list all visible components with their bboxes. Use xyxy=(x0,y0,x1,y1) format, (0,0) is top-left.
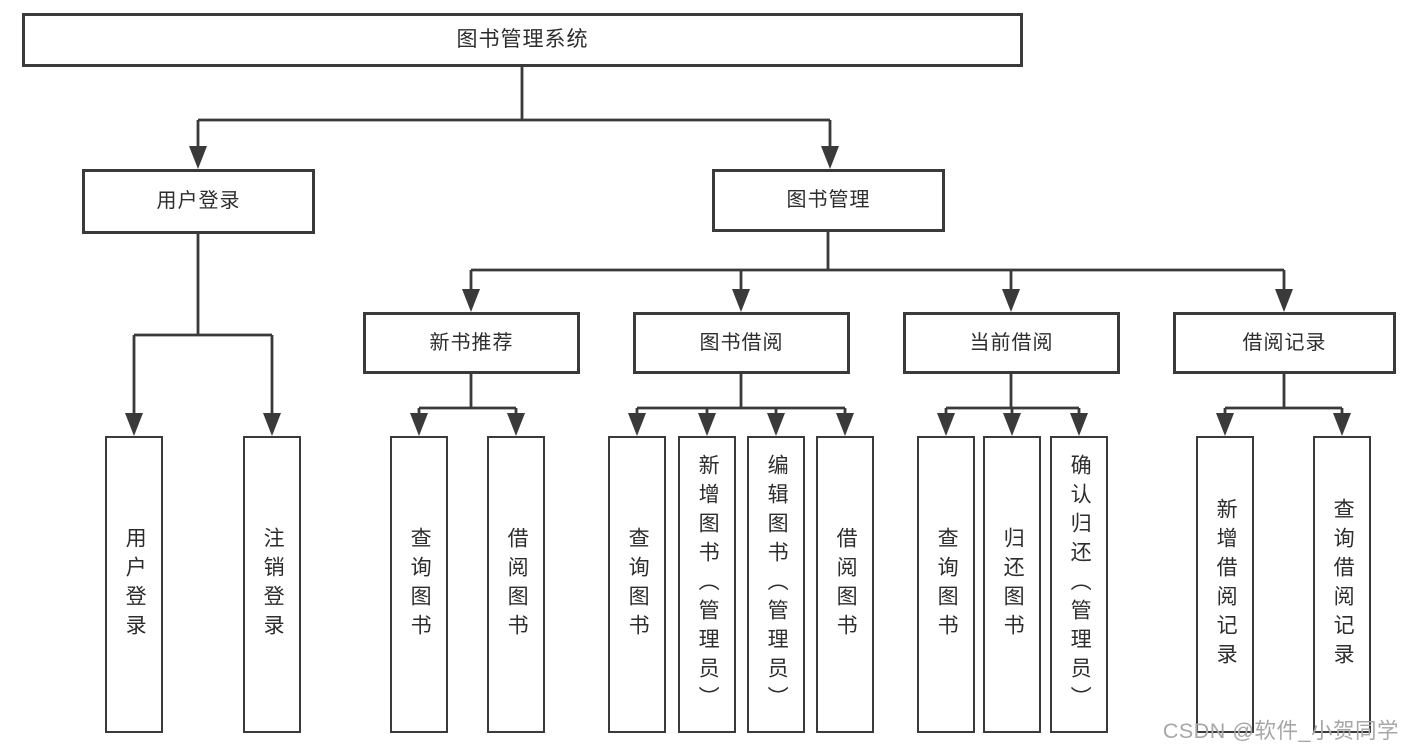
leaf-logout: 注销登录 xyxy=(243,436,301,733)
connector-root-to-level1 xyxy=(189,67,839,169)
node-book-management: 图书管理 xyxy=(712,169,945,232)
node-user-login: 用户登录 xyxy=(82,169,315,234)
node-borrowing-records: 借阅记录 xyxy=(1173,312,1396,374)
connector-new-book-to-leaves xyxy=(410,374,525,436)
leaf-confirm-return-admin: 确认归还（管理员） xyxy=(1050,436,1108,733)
connector-user-login-to-leaves xyxy=(125,234,281,436)
leaf-query-books-recommend: 查询图书 xyxy=(390,436,448,733)
leaf-query-books-current: 查询图书 xyxy=(917,436,975,733)
connector-current-borrow-to-leaves xyxy=(937,374,1088,436)
leaf-borrow-books-recommend: 借阅图书 xyxy=(487,436,545,733)
leaf-edit-book-admin: 编辑图书（管理员） xyxy=(747,436,805,733)
leaf-borrow-books-borrowing: 借阅图书 xyxy=(816,436,874,733)
leaf-query-books-borrowing: 查询图书 xyxy=(608,436,666,733)
csdn-watermark: CSDN @软件_小贺同学 xyxy=(1162,719,1399,743)
leaf-return-books: 归还图书 xyxy=(983,436,1041,733)
connector-book-mgmt-to-level2 xyxy=(462,232,1293,312)
node-book-borrowing: 图书借阅 xyxy=(633,312,850,374)
connector-borrow-record-to-leaves xyxy=(1216,374,1351,436)
leaf-add-borrow-record: 新增借阅记录 xyxy=(1196,436,1254,733)
node-root-library-system: 图书管理系统 xyxy=(22,13,1023,67)
connector-book-borrow-to-leaves xyxy=(628,374,854,436)
leaf-user-login: 用户登录 xyxy=(105,436,163,733)
node-new-book-recommend: 新书推荐 xyxy=(363,312,580,374)
leaf-add-book-admin: 新增图书（管理员） xyxy=(678,436,736,733)
node-current-borrowing: 当前借阅 xyxy=(903,312,1120,374)
leaf-query-borrow-record: 查询借阅记录 xyxy=(1313,436,1371,733)
